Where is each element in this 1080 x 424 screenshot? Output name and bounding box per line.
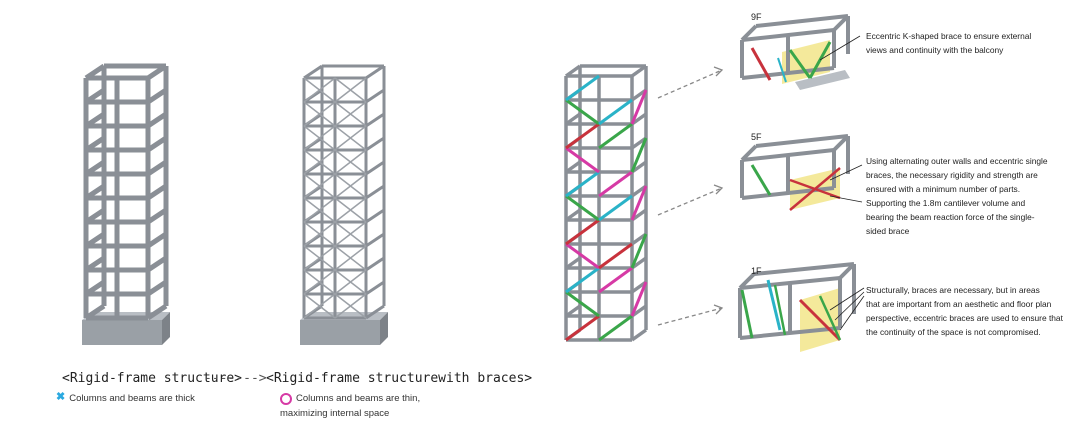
braced-note-line-1: Columns and beams are thin, xyxy=(296,393,421,404)
note-1f-line-1: Structurally, braces are necessary, but … xyxy=(866,285,1040,295)
detail-5f-drawing xyxy=(740,134,863,211)
floor-label-9f: 9F xyxy=(751,12,762,22)
note-5f-line-2: braces, the necessary rigidity and stren… xyxy=(866,170,1038,180)
note-9f: Eccentric K-shaped brace to ensure exter… xyxy=(866,29,1066,57)
note-5f-line-3: ensured with a minimum number of parts. xyxy=(866,184,1021,194)
note-9f-line-1: Eccentric K-shaped brace to ensure exter… xyxy=(866,31,1032,41)
rigid-note: ✖ Columns and beams are thick xyxy=(56,391,195,406)
braced-frame-tower xyxy=(300,64,388,345)
x-mark-icon: ✖ xyxy=(56,391,66,403)
colored-brace-tower xyxy=(564,64,648,342)
detail-arrows xyxy=(657,69,723,326)
note-5f-line-4: Supporting the 1.8m cantilever volume an… xyxy=(866,198,1026,208)
circle-mark-icon xyxy=(280,393,292,405)
rigid-frame-tower xyxy=(82,63,170,345)
floor-label-1f: 1F xyxy=(751,266,762,276)
note-1f-line-3: perspective, eccentric braces are used t… xyxy=(866,313,1063,323)
braced-note-text: Columns and beams are thin, maximizing i… xyxy=(280,391,421,421)
note-1f-line-2: that are important from an aesthetic and… xyxy=(866,299,1052,309)
arrow-heads xyxy=(713,66,724,315)
note-1f-line-4: the continuity of the space is not compr… xyxy=(866,327,1041,337)
braced-frame-caption: <Rigid-frame structurewith braces> xyxy=(266,371,533,386)
note-5f-line-1: Using alternating outer walls and eccent… xyxy=(866,156,1048,166)
detail-1f-drawing xyxy=(738,262,865,352)
rigid-note-text: Columns and beams are thick xyxy=(69,393,195,404)
note-9f-line-2: views and continuity with the balcony xyxy=(866,45,1004,55)
detail-9f-drawing xyxy=(740,14,861,90)
braced-note-line-2: maximizing internal space xyxy=(280,408,390,419)
note-5f-line-6: sided brace xyxy=(866,226,910,236)
braced-note: Columns and beams are thin, maximizing i… xyxy=(280,391,420,421)
note-5f-line-5: bearing the beam reaction force of the s… xyxy=(866,212,1035,222)
rigid-frame-caption: <Rigid-frame structure> xyxy=(62,371,243,386)
note-5f: Using alternating outer walls and eccent… xyxy=(866,154,1076,238)
floor-label-5f: 5F xyxy=(751,132,762,142)
dashed-arrow-text: -------> xyxy=(204,371,267,386)
note-1f: Structurally, braces are necessary, but … xyxy=(866,283,1078,339)
